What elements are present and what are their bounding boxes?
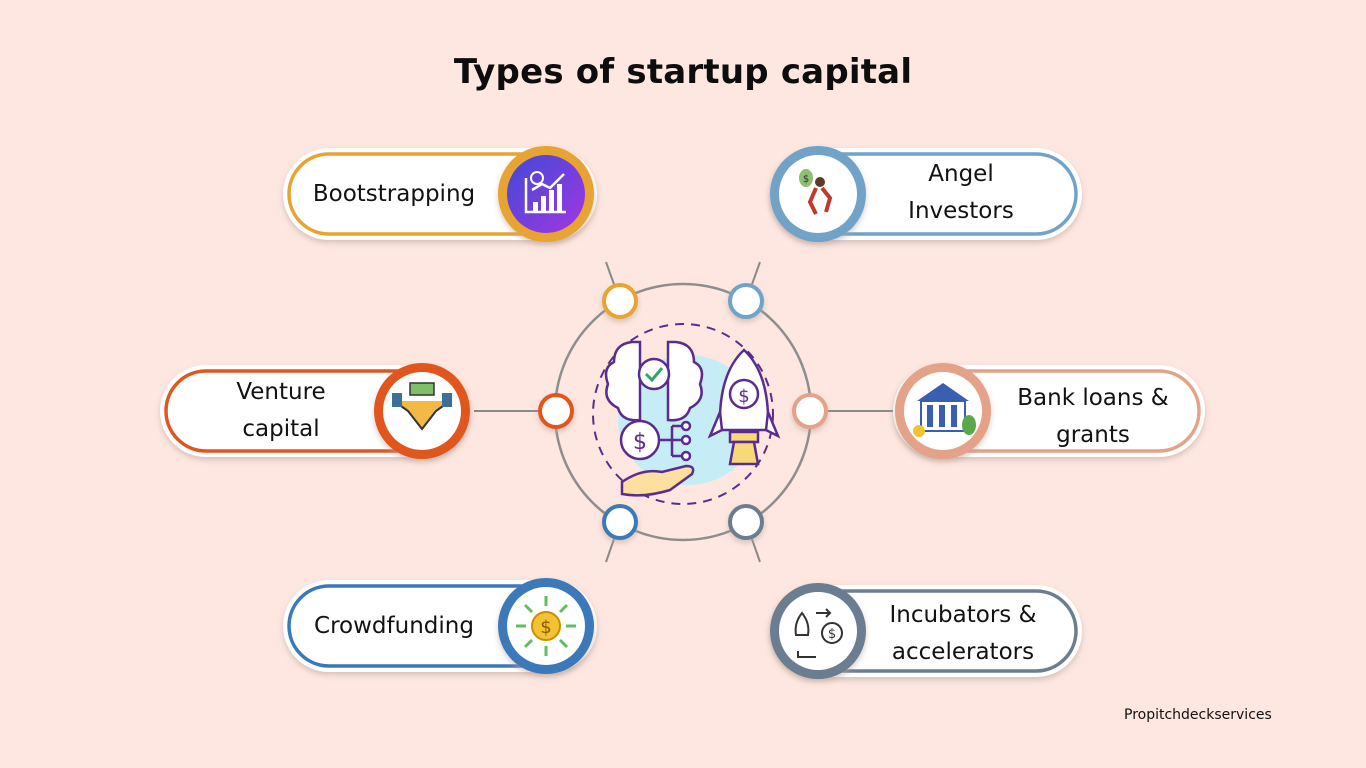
capital-type-card[interactable]: $ <box>770 583 1082 679</box>
capital-type-card[interactable] <box>283 146 597 242</box>
crowdfunding-coin-icon: $ <box>498 578 594 674</box>
svg-text:$: $ <box>803 174 809 185</box>
ring-node <box>538 393 574 429</box>
bank-icon <box>895 363 991 459</box>
label-line: accelerators <box>891 639 1035 665</box>
label-line: Angel <box>928 161 994 187</box>
label-line: Crowdfunding <box>314 613 474 639</box>
capital-type-label: Crowdfunding <box>292 608 496 645</box>
ring-node <box>728 504 764 540</box>
capital-type-card[interactable]: $ <box>770 146 1082 242</box>
capital-type-card[interactable] <box>160 363 470 459</box>
label-line: Bank loans & <box>1017 385 1169 411</box>
capital-type-label: Bank loans & grants <box>993 380 1193 454</box>
ring-nodes <box>538 283 828 540</box>
svg-text:$: $ <box>633 430 647 455</box>
capital-type-pills: $ $ $ <box>160 146 1205 679</box>
growth-chart-icon <box>498 146 594 242</box>
ring-node <box>792 393 828 429</box>
angel-investor-icon: $ <box>770 146 866 242</box>
label-line: capital <box>242 416 320 442</box>
capital-type-card[interactable] <box>893 363 1205 459</box>
capital-type-label: Bootstrapping <box>292 176 496 213</box>
ring-node <box>728 283 764 319</box>
startup-brain-rocket-icon: $ $ <box>592 323 781 505</box>
capital-type-label: Venture capital <box>176 374 386 448</box>
label-line: grants <box>1056 422 1130 448</box>
svg-text:$: $ <box>738 386 749 407</box>
label-line: Investors <box>908 198 1014 224</box>
capital-type-label: Incubators & accelerators <box>868 597 1058 671</box>
svg-text:$: $ <box>828 627 836 642</box>
page-title: Types of startup capital <box>453 52 913 92</box>
label-line: Venture <box>236 379 326 405</box>
ring-node <box>602 283 638 319</box>
capital-type-card[interactable]: $ <box>283 578 597 674</box>
label-line: Incubators & <box>889 602 1037 628</box>
label-line: Bootstrapping <box>312 181 476 207</box>
svg-text:$: $ <box>540 617 551 638</box>
handshake-money-icon <box>374 363 470 459</box>
rocket-bulb-icon: $ <box>770 583 866 679</box>
brand-watermark: Propitchdeckservices <box>1124 707 1272 723</box>
ring-node <box>602 504 638 540</box>
